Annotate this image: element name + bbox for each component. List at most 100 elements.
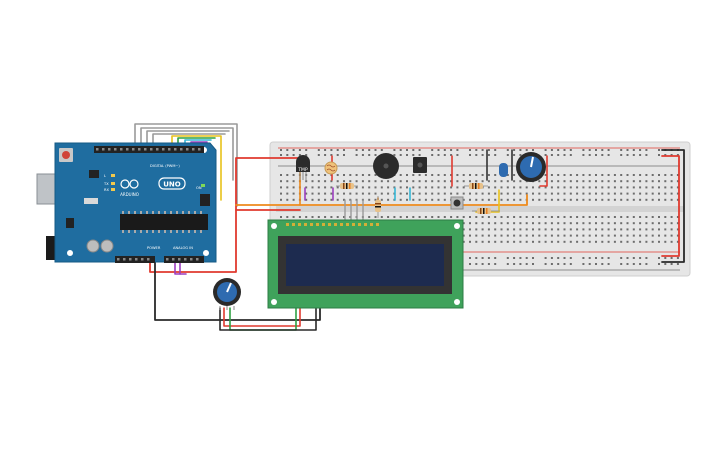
breadboard-hole xyxy=(538,198,541,201)
breadboard-hole xyxy=(664,180,667,183)
breadboard-hole xyxy=(412,192,415,195)
wire-gray[interactable] xyxy=(134,123,238,207)
wire-purple[interactable] xyxy=(174,261,187,275)
breadboard-hole xyxy=(569,228,572,231)
breadboard-hole xyxy=(582,216,585,218)
breadboard-hole xyxy=(601,222,604,225)
breadboard-hole xyxy=(349,198,352,201)
breadboard-hole xyxy=(330,149,333,151)
breadboard-hole xyxy=(632,186,635,189)
breadboard-hole xyxy=(550,216,553,218)
chip-leg xyxy=(140,211,142,214)
breadboard-hole xyxy=(607,240,610,243)
wire-black[interactable] xyxy=(154,261,321,321)
breadboard-hole xyxy=(324,149,327,151)
breadboard-hole xyxy=(670,263,673,265)
breadboard-hole xyxy=(324,154,327,156)
breadboard-hole xyxy=(406,186,408,189)
breadboard-hole xyxy=(506,234,509,237)
breadboard-hole xyxy=(576,180,579,183)
breadboard-hole xyxy=(658,180,660,183)
breadboard-hole xyxy=(487,222,490,225)
breadboard-hole xyxy=(550,257,553,259)
header-pin xyxy=(180,148,183,151)
chip-legs xyxy=(122,211,202,233)
header-pin xyxy=(166,258,169,261)
breadboard-hole xyxy=(632,222,635,225)
contrast-potentiometer[interactable] xyxy=(213,278,241,310)
breadboard-hole xyxy=(418,154,421,156)
breadboard-hole xyxy=(418,180,421,183)
tilt-sensor[interactable] xyxy=(413,157,427,173)
breadboard-hole xyxy=(311,192,314,195)
wire-red[interactable] xyxy=(539,155,548,187)
breadboard-hole xyxy=(620,257,623,259)
wire-yellow[interactable] xyxy=(171,135,222,201)
piezo-buzzer[interactable] xyxy=(373,153,399,179)
reset-button-cap[interactable] xyxy=(62,151,70,159)
breadboard-hole xyxy=(544,174,547,176)
wire-gray[interactable] xyxy=(140,127,234,181)
temperature-sensor[interactable]: TMP xyxy=(296,155,310,180)
breadboard-hole xyxy=(469,154,471,156)
breadboard-hole xyxy=(292,174,295,176)
resistor[interactable] xyxy=(464,183,488,189)
breadboard-hole xyxy=(280,174,282,176)
breadboard-hole xyxy=(557,198,560,201)
wire-red-5v[interactable] xyxy=(149,157,301,273)
wire-gray[interactable] xyxy=(146,130,230,147)
breadboard-hole xyxy=(595,180,597,183)
breadboard-hole xyxy=(582,174,585,176)
wire-gray[interactable] xyxy=(344,199,364,223)
breadboard-hole xyxy=(676,234,679,237)
wire-gray[interactable] xyxy=(152,133,226,147)
wire-black[interactable] xyxy=(219,305,317,331)
breadboard-hole xyxy=(582,180,585,183)
breadboard-hole xyxy=(519,198,522,201)
breadboard-hole xyxy=(544,234,547,237)
resistor[interactable] xyxy=(472,208,500,214)
breadboard-hole xyxy=(487,174,490,176)
breadboard-hole xyxy=(475,228,478,231)
chip-leg xyxy=(152,211,154,214)
breadboard-hole xyxy=(443,180,446,183)
breadboard-hole xyxy=(437,154,440,156)
breadboard-hole xyxy=(658,240,660,243)
resistor[interactable] xyxy=(375,196,381,218)
breadboard-hole xyxy=(406,192,408,195)
breadboard-hole xyxy=(557,192,560,195)
breadboard-hole xyxy=(658,149,660,151)
digital-label: DIGITAL (PWM~) xyxy=(150,164,180,168)
resistor[interactable] xyxy=(336,183,358,189)
breadboard-hole xyxy=(387,186,390,189)
header-pin xyxy=(190,258,193,261)
breadboard-hole xyxy=(494,240,497,243)
breadboard-hole xyxy=(658,192,660,195)
potentiometer[interactable] xyxy=(516,152,546,182)
breadboard-hole xyxy=(368,192,371,195)
wire-red[interactable] xyxy=(223,305,301,327)
breadboard-hole xyxy=(595,186,597,189)
breadboard-hole xyxy=(670,154,673,156)
breadboard-hole xyxy=(601,198,604,201)
breadboard-hole xyxy=(380,198,383,201)
breadboard-hole xyxy=(506,149,509,151)
breadboard-hole xyxy=(292,198,295,201)
pushbutton[interactable] xyxy=(450,196,464,210)
wire-black[interactable] xyxy=(661,149,685,263)
breadboard-hole xyxy=(550,174,553,176)
breadboard-hole xyxy=(550,154,553,156)
capacitor-ceramic[interactable] xyxy=(499,163,508,177)
lcd-16x2[interactable] xyxy=(267,219,464,309)
breadboard-hole xyxy=(506,222,509,225)
arduino-uno[interactable]: ARDUINO UNO DIGITAL (PWM~) ANALOG IN POW… xyxy=(36,142,217,263)
photoresistor[interactable] xyxy=(324,161,338,175)
tx-led xyxy=(111,182,115,185)
breadboard-hole xyxy=(487,149,490,151)
wire-red[interactable] xyxy=(661,155,680,257)
breadboard-hole xyxy=(607,234,610,237)
breadboard-hole xyxy=(550,149,553,151)
breadboard-hole xyxy=(481,234,484,237)
breadboard-hole xyxy=(286,186,289,189)
